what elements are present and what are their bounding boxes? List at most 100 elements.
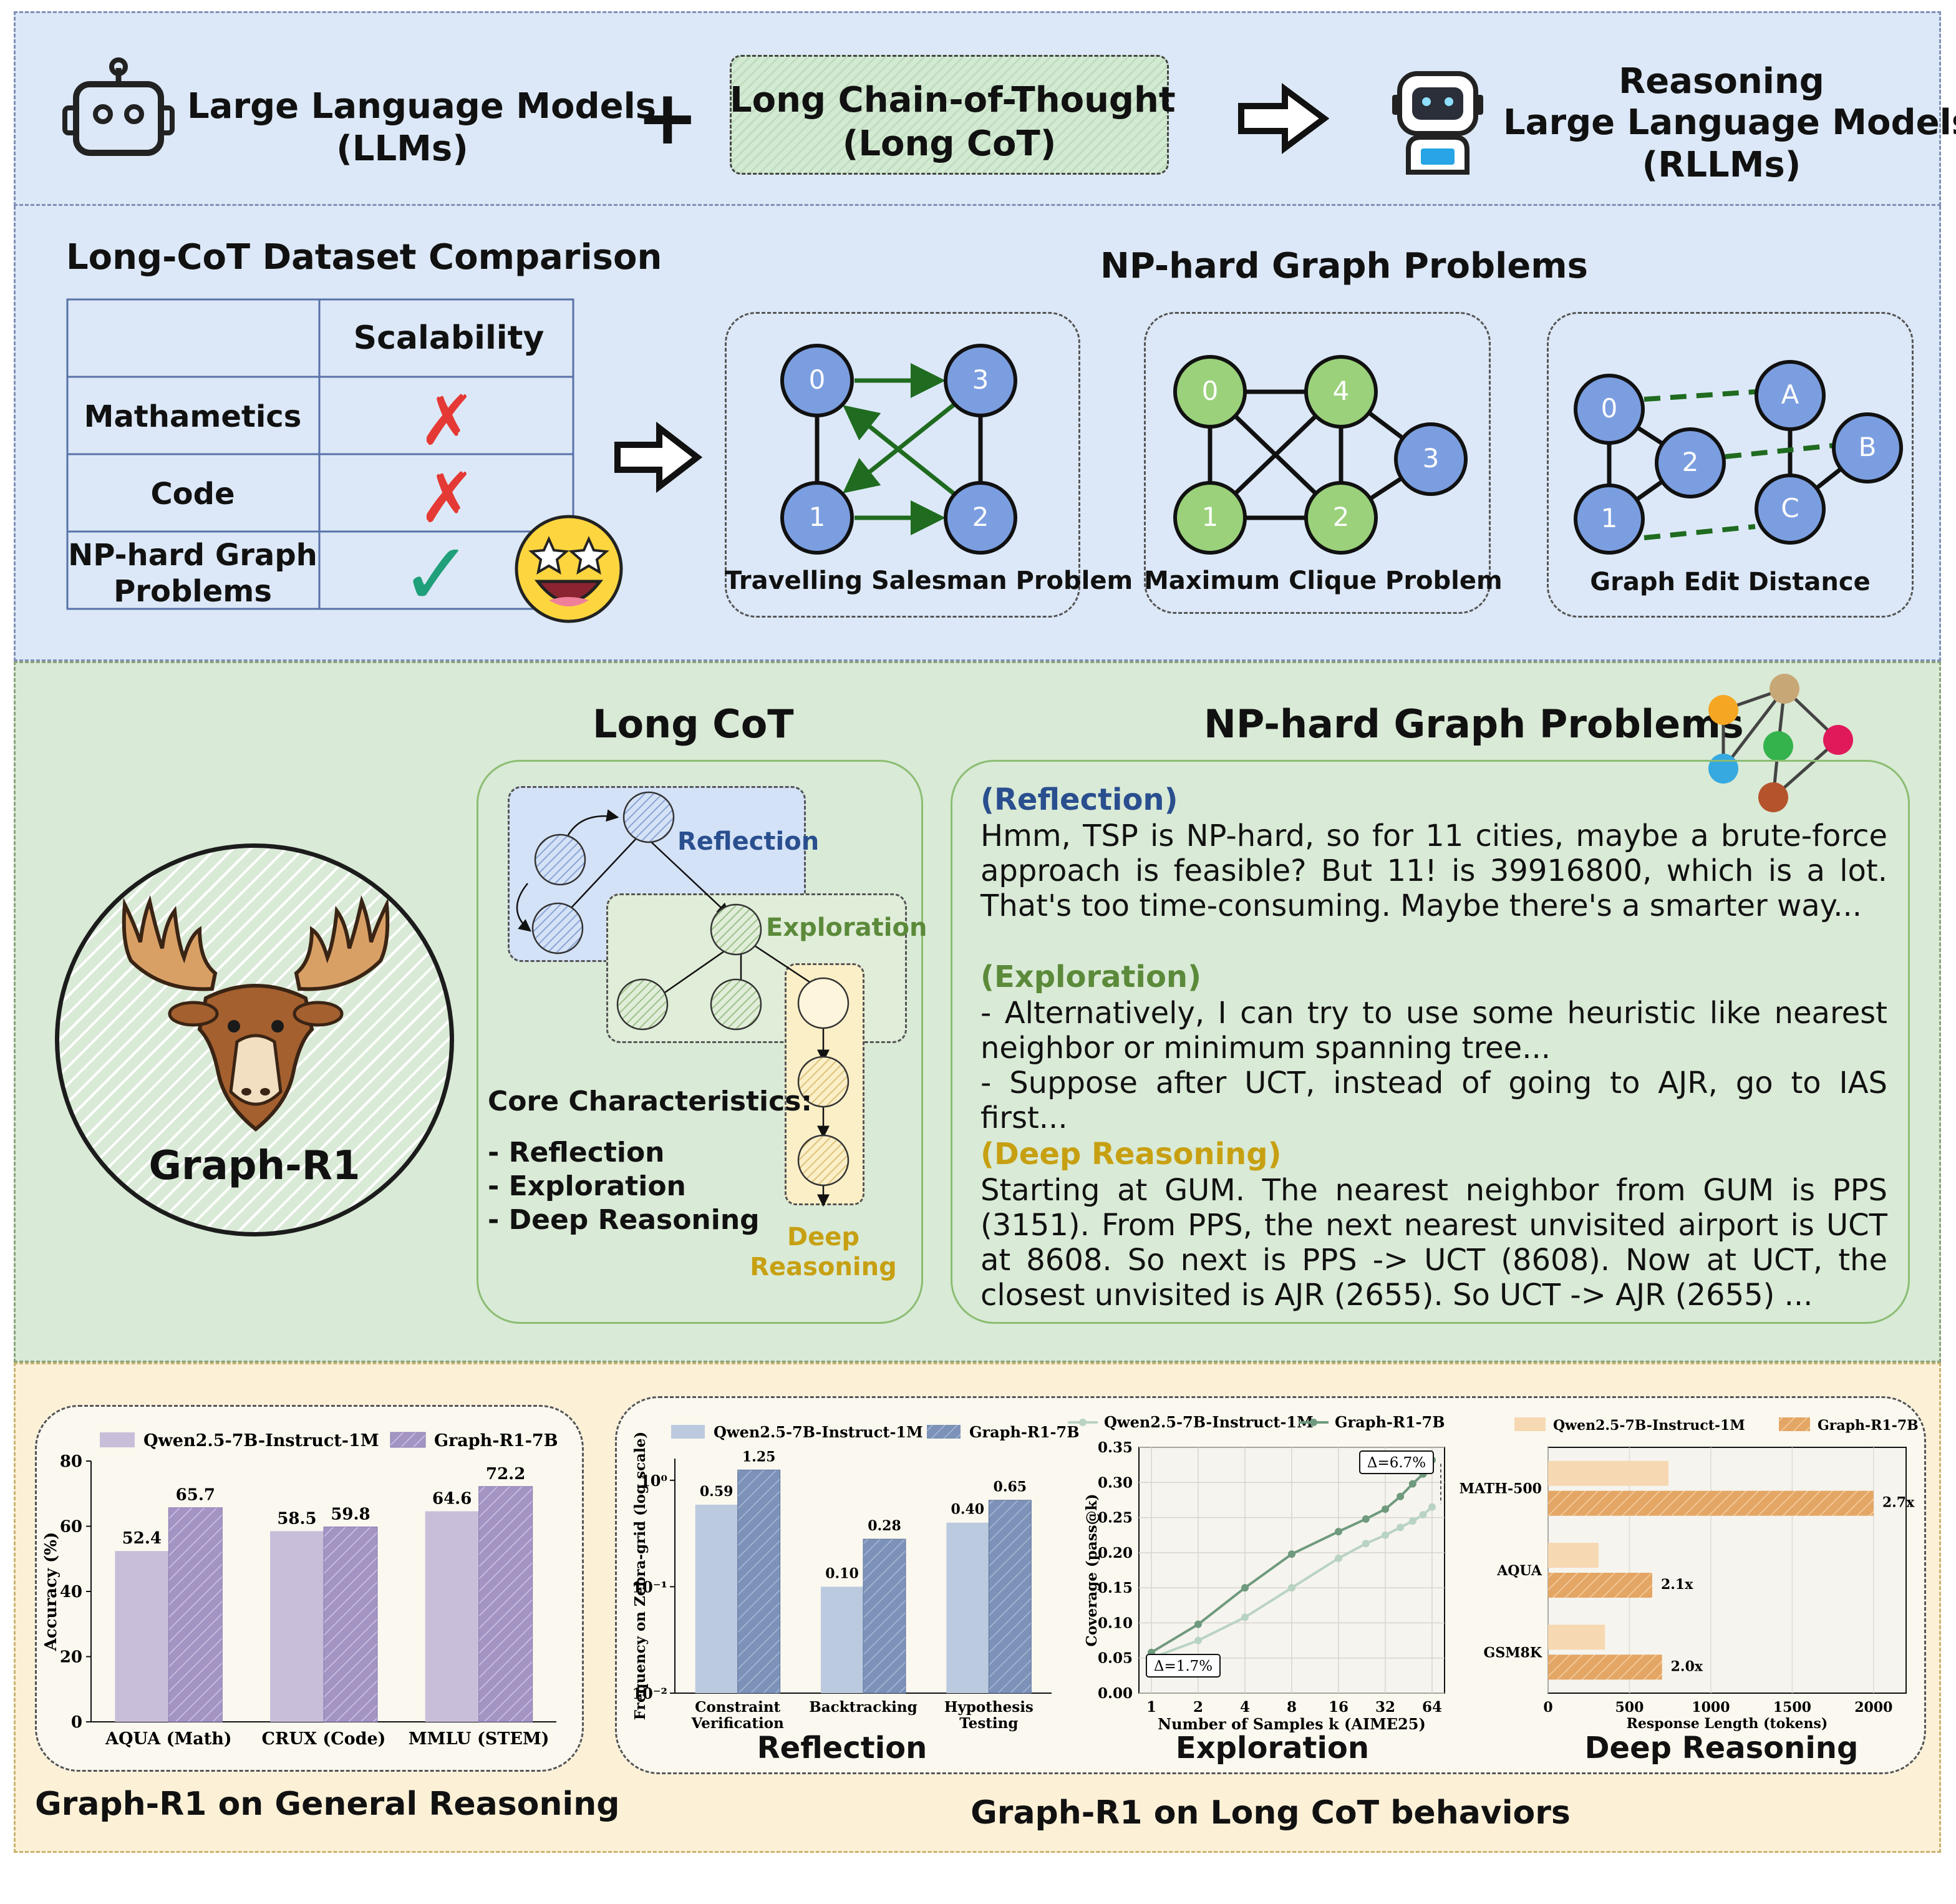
bar — [988, 1500, 1032, 1694]
ged-graph — [1574, 360, 1903, 555]
table-row-graph-label-2: Problems — [114, 574, 272, 609]
y-tick-label: 40 — [60, 1583, 82, 1601]
y-tick-label: 10⁻² — [632, 1684, 667, 1702]
tsp-node-1: 1 — [808, 502, 826, 532]
legend-swatch — [390, 1432, 426, 1448]
legend-label: Qwen2.5-7B-Instruct-1M — [1553, 1417, 1745, 1434]
bar — [1548, 1654, 1662, 1680]
ged-node-a: A — [1781, 379, 1799, 410]
data-label: 59.8 — [331, 1505, 370, 1524]
x-tick-label: 4 — [1240, 1699, 1250, 1716]
bar — [863, 1538, 906, 1694]
y-tick-label: 0.00 — [1098, 1685, 1133, 1702]
long-cot-title: Long CoT — [593, 701, 794, 747]
data-label: 0.65 — [994, 1479, 1027, 1495]
x-axis-label: Number of Samples k (AIME25) — [1158, 1715, 1426, 1733]
legend-label: Graph-R1-7B — [1335, 1413, 1445, 1431]
bar — [425, 1511, 479, 1722]
data-point — [1335, 1554, 1342, 1562]
graphs-title: NP-hard Graph Problems — [1100, 246, 1588, 286]
rllm-label-2: Large Language Models — [1503, 102, 1956, 143]
y-tick-label: 0.20 — [1098, 1545, 1133, 1562]
ged-node-0: 0 — [1600, 393, 1618, 424]
tree-deep-label-1: Deep — [787, 1223, 860, 1251]
x-tick-label-2: Testing — [959, 1715, 1018, 1732]
data-point — [1288, 1584, 1295, 1592]
deep-heading: (Deep Reasoning) — [980, 1137, 1282, 1172]
rllm-label-3: (RLLMs) — [1642, 145, 1801, 185]
star-eyes-emoji-icon — [515, 515, 623, 623]
y-tick-label: 0.05 — [1098, 1650, 1133, 1667]
table-row-math-cross-icon: ✗ — [418, 381, 477, 460]
mcp-node-1: 1 — [1201, 502, 1219, 532]
x-tick-label: 0 — [1543, 1699, 1552, 1716]
long-cot-box — [730, 55, 1169, 175]
tsp-graph — [780, 344, 1017, 555]
table-row-graph-label-1: NP-hard Graph — [68, 538, 317, 573]
reflection-heading: (Reflection) — [980, 782, 1178, 817]
y-tick-label: 0.30 — [1098, 1474, 1133, 1491]
y-tick-label: 60 — [60, 1518, 82, 1537]
arrow-right-icon-2 — [614, 421, 703, 493]
reasoning-robot-icon — [1392, 71, 1483, 175]
x-tick-label: 16 — [1329, 1699, 1348, 1716]
annotation-box — [1146, 1654, 1221, 1678]
data-label: 0.28 — [868, 1518, 901, 1534]
y-axis-label: Coverage (pass@k) — [1083, 1494, 1100, 1647]
data-point — [1241, 1584, 1249, 1592]
core-item-exploration: - Exploration — [488, 1170, 686, 1202]
y-tick-label: 0 — [71, 1713, 82, 1732]
x-tick-label: MMLU (STEM) — [409, 1729, 550, 1749]
y-axis-label: Accuracy (%) — [42, 1532, 61, 1652]
data-point — [1397, 1492, 1405, 1500]
moose-logo-icon — [122, 895, 390, 1132]
x-tick-label-2: Verification — [691, 1715, 785, 1732]
y-tick-label: 0.15 — [1098, 1580, 1133, 1596]
bar — [821, 1586, 863, 1693]
table-col-header: Scalability — [353, 319, 545, 357]
reflection-text: Hmm, TSP is NP-hard, so for 11 cities, m… — [980, 818, 1887, 923]
bar — [946, 1522, 989, 1693]
legend-label: Qwen2.5-7B-Instruct-1M — [143, 1431, 379, 1450]
bar — [270, 1531, 324, 1722]
plot-area — [1547, 1447, 1907, 1694]
cot-label-1: Long Chain-of-Thought — [730, 80, 1176, 120]
legend-marker — [1310, 1419, 1317, 1426]
ged-panel — [1547, 312, 1914, 618]
data-point — [1428, 1503, 1436, 1511]
bar — [1548, 1543, 1599, 1568]
tree-exploration-label: Exploration — [766, 913, 927, 942]
table-row-math-label: Mathametics — [84, 399, 302, 434]
data-point — [1397, 1523, 1405, 1532]
bar — [1548, 1625, 1605, 1650]
np-title: NP-hard Graph Problems — [1204, 701, 1744, 747]
y-tick-label: 20 — [60, 1648, 82, 1667]
y-tick-label: 0.25 — [1098, 1510, 1133, 1527]
data-label: 1.25 — [742, 1449, 776, 1465]
x-axis-label: Response Length (tokens) — [1627, 1716, 1828, 1732]
y-tick-label: MATH-500 — [1460, 1481, 1542, 1497]
legend-swatch — [1514, 1417, 1546, 1431]
y-tick-label: 0.35 — [1098, 1439, 1133, 1456]
exploration-caption: Exploration — [1175, 1731, 1370, 1766]
x-tick-label: CRUX (Code) — [262, 1729, 386, 1749]
data-label: 52.4 — [122, 1529, 162, 1548]
x-tick-label: 1500 — [1773, 1699, 1811, 1716]
annotation-label: Δ=1.7% — [1154, 1658, 1213, 1674]
model-name: Graph-R1 — [148, 1143, 361, 1189]
bar — [1548, 1573, 1652, 1598]
bar — [1548, 1460, 1669, 1486]
legend-swatch — [100, 1432, 135, 1447]
legend-swatch — [671, 1425, 705, 1439]
data-point — [1382, 1505, 1389, 1513]
rllm-label-1: Reasoning — [1619, 61, 1824, 102]
deep-caption: Deep Reasoning — [1584, 1731, 1859, 1766]
data-label: 0.10 — [825, 1565, 859, 1581]
x-tick-label: Constraint — [695, 1699, 780, 1716]
plus-sign: + — [636, 75, 699, 162]
data-point — [1382, 1531, 1389, 1539]
data-point — [1288, 1550, 1295, 1558]
bar — [168, 1507, 223, 1722]
